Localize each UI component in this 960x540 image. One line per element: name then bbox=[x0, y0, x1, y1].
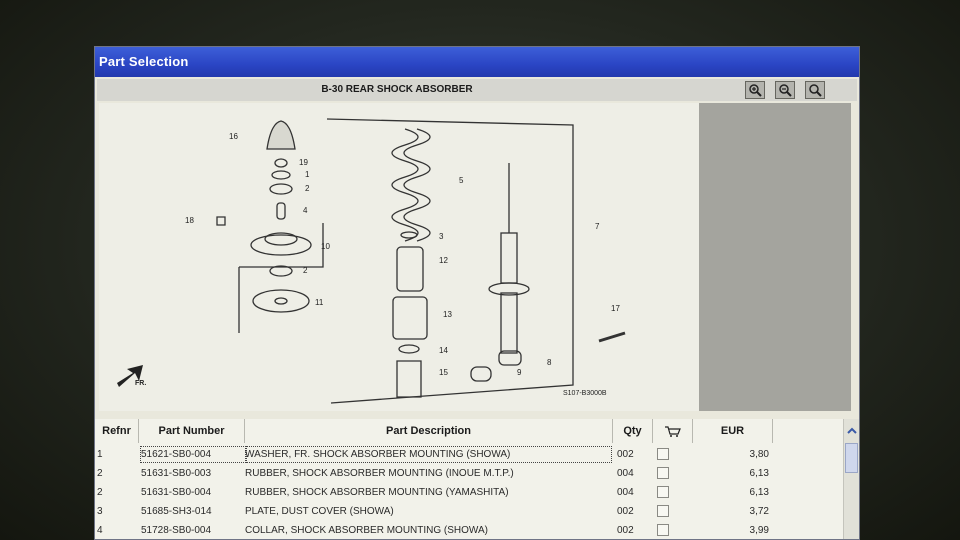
callout-14: 14 bbox=[439, 346, 448, 355]
cell-refnr: 4 bbox=[97, 525, 103, 536]
col-part-number[interactable]: Part Number bbox=[139, 419, 245, 443]
cell-refnr: 2 bbox=[97, 487, 103, 498]
add-to-cart-checkbox[interactable] bbox=[657, 486, 669, 498]
cell-qty: 002 bbox=[617, 449, 634, 460]
add-to-cart-checkbox[interactable] bbox=[657, 505, 669, 517]
cell-refnr: 3 bbox=[97, 506, 103, 517]
cell-description: PLATE, DUST COVER (SHOWA) bbox=[245, 506, 394, 517]
zoom-in-icon bbox=[749, 84, 762, 97]
cell-description: RUBBER, SHOCK ABSORBER MOUNTING (YAMASHI… bbox=[245, 487, 509, 498]
part-selection-window: Part Selection B-30 REAR SHOCK ABSORBER bbox=[94, 46, 860, 540]
scroll-thumb[interactable] bbox=[845, 443, 858, 473]
table-row[interactable]: 3 51685-SH3-014 PLATE, DUST COVER (SHOWA) 0… bbox=[95, 502, 843, 521]
parts-diagram[interactable]: 16 19 1 2 4 18 10 2 11 5 3 12 13 14 15 7… bbox=[99, 103, 699, 411]
cell-eur: 3,72 bbox=[749, 506, 769, 517]
chevron-up-icon bbox=[847, 427, 857, 434]
cell-refnr: 2 bbox=[97, 468, 103, 479]
exploded-view-drawing: 16 19 1 2 4 18 10 2 11 5 3 12 13 14 15 7… bbox=[117, 118, 626, 404]
col-eur[interactable]: EUR bbox=[693, 419, 773, 443]
callout-2a: 2 bbox=[305, 184, 310, 193]
cell-qty: 002 bbox=[617, 506, 634, 517]
cell-eur: 3,99 bbox=[749, 525, 769, 536]
callout-18: 18 bbox=[185, 216, 194, 225]
cell-eur: 3,80 bbox=[749, 449, 769, 460]
zoom-out-icon bbox=[779, 84, 792, 97]
cell-eur: 6,13 bbox=[749, 487, 769, 498]
callout-4: 4 bbox=[303, 206, 308, 215]
callout-15: 15 bbox=[439, 368, 448, 377]
window-title: Part Selection bbox=[95, 47, 859, 77]
callout-10: 10 bbox=[321, 242, 330, 251]
table-row[interactable]: 2 51631-SB0-004 RUBBER, SHOCK ABSORBER MOU… bbox=[95, 483, 843, 502]
zoom-out-button[interactable] bbox=[775, 81, 795, 99]
cell-part-number: 51631-SB0-004 bbox=[141, 487, 212, 498]
cell-eur: 6,13 bbox=[749, 468, 769, 479]
add-to-cart-checkbox[interactable] bbox=[657, 524, 669, 536]
col-cart[interactable] bbox=[653, 419, 693, 443]
add-to-cart-checkbox[interactable] bbox=[657, 467, 669, 479]
parts-table: Refnr Part Number Part Description Qty E… bbox=[95, 419, 843, 539]
col-qty[interactable]: Qty bbox=[613, 419, 653, 443]
col-refnr[interactable]: Refnr bbox=[95, 419, 139, 443]
table-header: Refnr Part Number Part Description Qty E… bbox=[95, 419, 843, 443]
cell-part-number: 51728-SB0-004 bbox=[141, 525, 212, 536]
callout-3: 3 bbox=[439, 232, 444, 241]
callout-2b: 2 bbox=[303, 266, 308, 275]
callout-8: 8 bbox=[547, 358, 552, 367]
cell-description: COLLAR, SHOCK ABSORBER MOUNTING (SHOWA) bbox=[245, 525, 488, 536]
zoom-in-button[interactable] bbox=[745, 81, 765, 99]
callout-19: 19 bbox=[299, 158, 308, 167]
callout-12: 12 bbox=[439, 256, 448, 265]
table-row[interactable]: 2 51631-SB0-003 RUBBER, SHOCK ABSORBER MOU… bbox=[95, 464, 843, 483]
cell-part-number: 51621-SB0-004 bbox=[139, 445, 247, 464]
callout-1: 1 bbox=[305, 170, 310, 179]
zoom-fit-icon bbox=[809, 84, 822, 97]
cell-part-number: 51631-SB0-003 bbox=[141, 468, 212, 479]
callout-16: 16 bbox=[229, 132, 238, 141]
diagram-title: B-30 REAR SHOCK ABSORBER bbox=[321, 84, 473, 95]
cell-part-number: 51685-SH3-014 bbox=[141, 506, 212, 517]
diagram-side-panel bbox=[699, 103, 851, 411]
callout-5: 5 bbox=[459, 176, 464, 185]
col-description[interactable]: Part Description bbox=[245, 419, 613, 443]
callout-7: 7 bbox=[595, 222, 600, 231]
add-to-cart-checkbox[interactable] bbox=[657, 448, 669, 460]
cart-icon bbox=[664, 426, 681, 437]
cell-qty: 002 bbox=[617, 525, 634, 536]
diagram-code: S107-B3000B bbox=[563, 390, 607, 397]
callout-17: 17 bbox=[611, 304, 620, 313]
cell-qty: 004 bbox=[617, 487, 634, 498]
direction-label: FR. bbox=[135, 380, 146, 387]
table-scrollbar[interactable] bbox=[843, 419, 859, 539]
zoom-fit-button[interactable] bbox=[805, 81, 825, 99]
diagram-header: B-30 REAR SHOCK ABSORBER bbox=[97, 79, 857, 101]
cell-description: RUBBER, SHOCK ABSORBER MOUNTING (INOUE M… bbox=[245, 468, 514, 479]
callout-13: 13 bbox=[443, 310, 452, 319]
cell-description: WASHER, FR. SHOCK ABSORBER MOUNTING (SHO… bbox=[245, 445, 613, 464]
table-row[interactable]: 4 51728-SB0-004 COLLAR, SHOCK ABSORBER MOU… bbox=[95, 521, 843, 539]
cell-qty: 004 bbox=[617, 468, 634, 479]
cell-refnr: 1 bbox=[97, 449, 103, 460]
callout-11: 11 bbox=[315, 298, 324, 307]
callout-9: 9 bbox=[517, 368, 522, 377]
scroll-up-button[interactable] bbox=[845, 423, 859, 439]
